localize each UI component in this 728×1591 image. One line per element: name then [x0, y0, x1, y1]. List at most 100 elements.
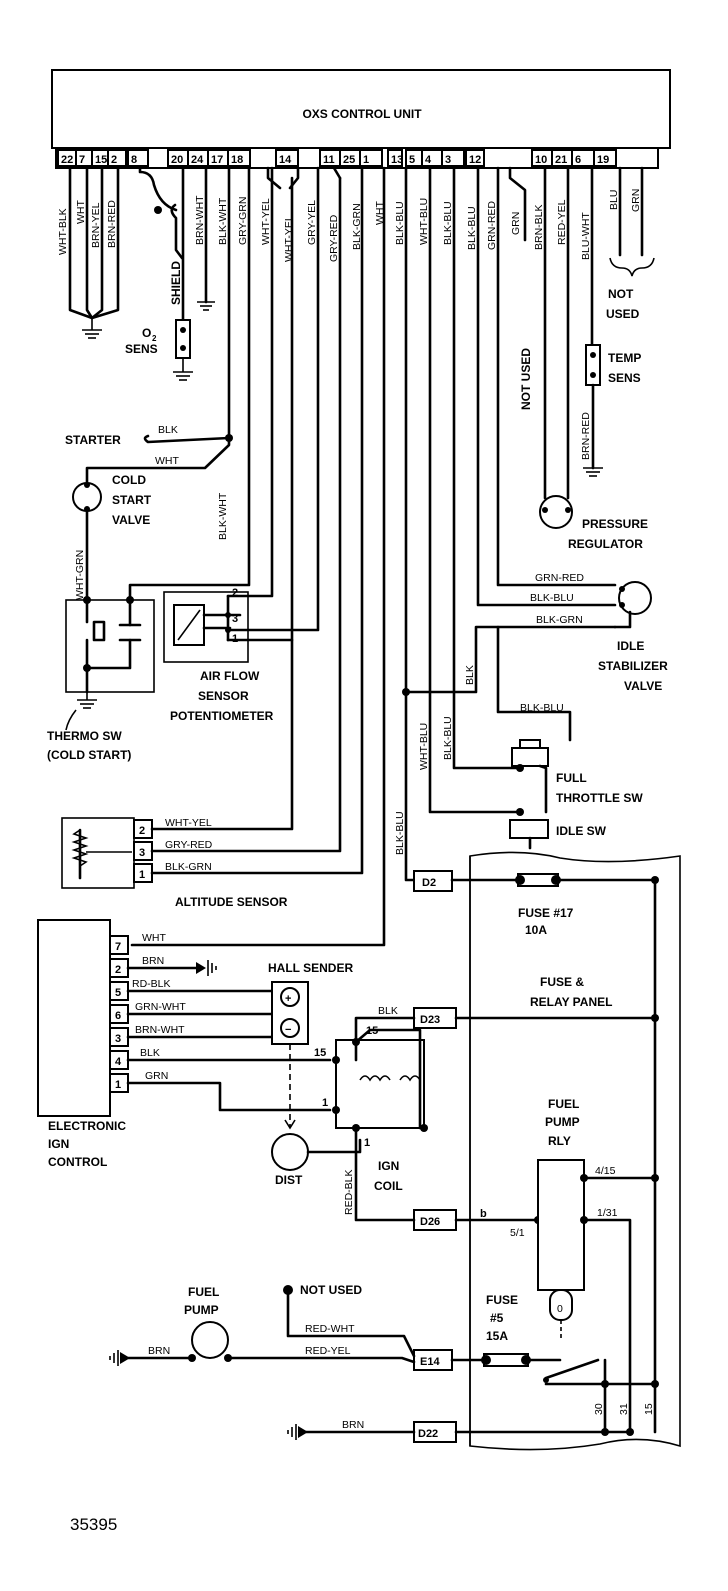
svg-text:PUMP: PUMP [545, 1115, 580, 1129]
svg-text:VALVE: VALVE [624, 679, 662, 693]
svg-text:BLU: BLU [608, 190, 620, 210]
svg-text:WHT-YEL: WHT-YEL [260, 198, 272, 245]
control-unit-pin-17: 17 [211, 154, 223, 166]
svg-text:5: 5 [115, 987, 121, 999]
o2-sensor: SHIELD O 2 SENS [125, 166, 193, 381]
svg-text:USED: USED [606, 307, 640, 321]
svg-text:D2: D2 [422, 877, 436, 889]
svg-text:10A: 10A [525, 923, 547, 937]
svg-text:BRN: BRN [342, 1419, 364, 1431]
control-unit-pin-15: 15 [95, 154, 107, 166]
svg-text:STARTER: STARTER [65, 433, 121, 447]
svg-text:15: 15 [314, 1047, 326, 1059]
wire-blk-wht: BLK-WHT BLK-WHT [217, 166, 233, 540]
control-unit-title: OXS CONTROL UNIT [302, 107, 422, 121]
svg-text:BRN-RED: BRN-RED [580, 412, 592, 460]
svg-text:3: 3 [232, 613, 238, 625]
connector-d26: D26 b 5/1 RED-BLK [343, 1126, 542, 1239]
control-unit-pin-10: 10 [535, 154, 547, 166]
svg-text:BLK: BLK [158, 424, 178, 436]
cold-start-valve: COLD START VALVE WHT-GRN [72, 473, 152, 600]
svg-text:3: 3 [115, 1033, 121, 1045]
fuse-relay-panel: FUSE & RELAY PANEL [469, 851, 681, 1451]
wire-gry-grn: GRY-GRN [128, 166, 251, 602]
svg-text:STABILIZER: STABILIZER [598, 659, 668, 673]
control-unit-pin-3: 3 [445, 154, 451, 166]
svg-text:FUEL: FUEL [548, 1097, 579, 1111]
fuel-pump: BRN RED-YEL RED-WHT NOT USED FUEL PUMP [109, 1283, 416, 1366]
svg-text:THROTTLE SW: THROTTLE SW [556, 791, 643, 805]
svg-text:SENS: SENS [125, 342, 158, 356]
svg-text:GRN-RED: GRN-RED [486, 201, 498, 250]
svg-text:RED-YEL: RED-YEL [556, 199, 568, 245]
svg-text:PUMP: PUMP [184, 1303, 219, 1317]
pin20-ground: BRN-WHT [194, 166, 215, 311]
control-unit-pin-12: 12 [469, 154, 481, 166]
svg-text:RED-YEL: RED-YEL [305, 1345, 351, 1357]
svg-text:SENSOR: SENSOR [198, 689, 249, 703]
svg-text:15: 15 [366, 1025, 378, 1037]
svg-text:4/15: 4/15 [595, 1165, 616, 1177]
svg-text:RD-BLK: RD-BLK [132, 978, 171, 990]
svg-text:WHT-YEL: WHT-YEL [165, 817, 212, 829]
control-unit-pin-13: 13 [391, 154, 403, 166]
svg-text:WHT-GRN: WHT-GRN [74, 550, 86, 600]
svg-text:GRN: GRN [630, 189, 642, 212]
svg-text:BLK-BLU: BLK-BLU [442, 716, 454, 760]
svg-text:IGN: IGN [48, 1137, 69, 1151]
svg-text:THERMO SW: THERMO SW [47, 729, 122, 743]
svg-text:4: 4 [115, 1056, 122, 1068]
svg-text:NOT: NOT [608, 287, 634, 301]
svg-text:1: 1 [232, 633, 238, 645]
fuel-pump-relay: 4/15 1/31 0 FUEL PUMP RLY [537, 1097, 659, 1434]
svg-text:0: 0 [557, 1303, 563, 1315]
svg-text:COLD: COLD [112, 473, 146, 487]
svg-text:WHT-BLK: WHT-BLK [57, 208, 69, 255]
svg-text:BLK-WHT: BLK-WHT [217, 492, 229, 540]
svg-text:GRY-RED: GRY-RED [165, 839, 213, 851]
control-unit-pin-2: 2 [111, 154, 117, 166]
svg-text:−: − [285, 1024, 291, 1036]
svg-text:IDLE: IDLE [617, 639, 644, 653]
control-unit-pin-11: 11 [323, 154, 335, 166]
svg-text:BLK-BLU: BLK-BLU [394, 811, 406, 855]
control-unit-pin-6: 6 [575, 154, 581, 166]
svg-text:BLK-BLU: BLK-BLU [442, 201, 454, 245]
svg-text:COIL: COIL [374, 1179, 403, 1193]
pressure-regulator: BRN-BLK RED-YEL PRESSURE REGULATOR [533, 166, 648, 551]
svg-text:+: + [285, 993, 291, 1005]
control-unit-pin-22: 22 [61, 154, 73, 166]
starter: STARTER BLK WHT [65, 424, 231, 485]
control-unit-pin-4: 4 [425, 154, 432, 166]
svg-text:BLK-GRN: BLK-GRN [351, 203, 363, 250]
svg-text:NOT USED: NOT USED [300, 1283, 362, 1297]
control-unit-pin-8: 8 [131, 154, 137, 166]
svg-text:15A: 15A [486, 1329, 508, 1343]
hall-sender: + − HALL SENDER [268, 961, 353, 1130]
svg-text:IDLE SW: IDLE SW [556, 824, 607, 838]
air-flow-sensor: 2 3 1 AIR FLOW SENSOR POTENTIOMETER [163, 166, 320, 723]
control-unit-pin-5: 5 [409, 154, 415, 166]
not-used-pins: BLU GRN NOT USED [606, 166, 655, 321]
svg-text:WHT: WHT [75, 200, 87, 224]
svg-text:RED-BLK: RED-BLK [343, 1169, 355, 1215]
svg-text:GRN-WHT: GRN-WHT [135, 1001, 186, 1013]
svg-text:30: 30 [593, 1403, 605, 1415]
svg-text:D26: D26 [420, 1216, 440, 1228]
temp-sensor: BLU-WHT BRN-RED TEMP SENS [580, 166, 641, 477]
svg-text:GRN-RED: GRN-RED [535, 572, 584, 584]
svg-text:IGN: IGN [378, 1159, 399, 1173]
ground-bundle-left: WHT-BLK WHT BRN-YEL BRN-RED [57, 166, 120, 339]
svg-text:POTENTIOMETER: POTENTIOMETER [170, 709, 274, 723]
svg-text:FUSE &: FUSE & [540, 975, 584, 989]
svg-text:RED-WHT: RED-WHT [305, 1323, 355, 1335]
svg-text:BLK-WHT: BLK-WHT [217, 197, 229, 245]
svg-text:BRN-BLK: BRN-BLK [533, 204, 545, 250]
svg-text:7: 7 [115, 941, 121, 953]
svg-text:15: 15 [643, 1403, 655, 1415]
svg-text:WHT-BLU: WHT-BLU [418, 723, 430, 770]
svg-text:GRN: GRN [510, 212, 522, 235]
svg-text:START: START [112, 493, 152, 507]
svg-text:2: 2 [152, 334, 157, 343]
svg-text:RLY: RLY [548, 1134, 571, 1148]
